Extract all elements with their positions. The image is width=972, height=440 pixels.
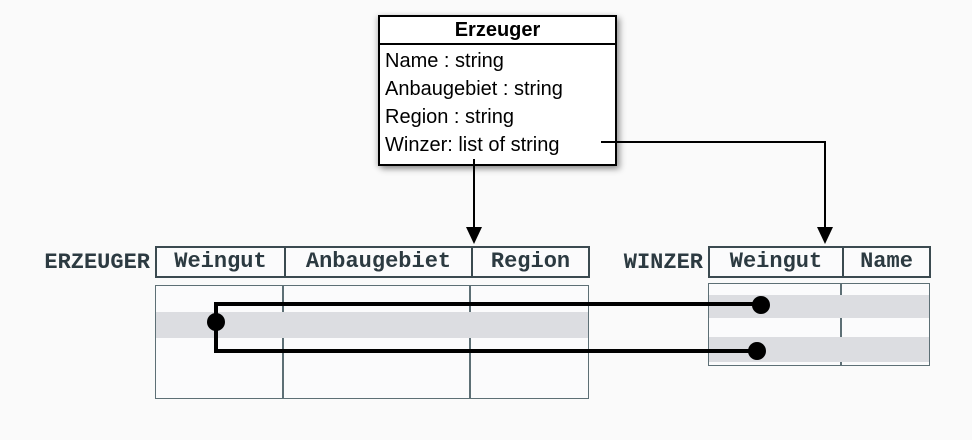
winzer-column-divider [840, 284, 842, 365]
attribute-winzer: Winzer: list of string [385, 134, 560, 156]
class-to-erzeuger-arrowhead-icon [466, 227, 482, 244]
winzer-table-header: Weingut Name [708, 246, 931, 278]
class-box-erzeuger: Erzeuger Name : string Anbaugebiet : str… [378, 15, 617, 166]
erzeuger-column-weingut: Weingut [174, 249, 267, 274]
class-title: Erzeuger [380, 17, 615, 45]
winzer-attribute-arrowhead-icon [817, 227, 833, 244]
erzeuger-table-header: Weingut Anbaugebiet Region [155, 246, 590, 278]
erzeuger-table-label: ERZEUGER [44, 250, 150, 275]
winzer-attribute-to-winzer-arrow-line [601, 141, 826, 229]
erzeuger-table-body [155, 285, 589, 399]
erzeuger-column-region: Region [471, 248, 588, 276]
erzeuger-striped-row [156, 312, 588, 338]
attribute-region: Region : string [385, 106, 514, 128]
winzer-table-label: WINZER [623, 250, 703, 275]
class-attributes: Name : string Anbaugebiet : string Regio… [380, 45, 615, 164]
attribute-anbaugebiet: Anbaugebiet : string [385, 78, 563, 100]
winzer-column-weingut: Weingut [729, 249, 823, 274]
winzer-column-name: Name [842, 248, 929, 276]
winzer-striped-row-2 [709, 337, 929, 362]
attribute-name: Name : string [385, 50, 504, 72]
erzeuger-column-divider-2 [469, 286, 471, 398]
erzeuger-column-divider-1 [282, 286, 284, 398]
winzer-striped-row-1 [709, 295, 929, 318]
winzer-table-body [708, 283, 930, 366]
erzeuger-column-anbaugebiet: Anbaugebiet [284, 248, 471, 276]
